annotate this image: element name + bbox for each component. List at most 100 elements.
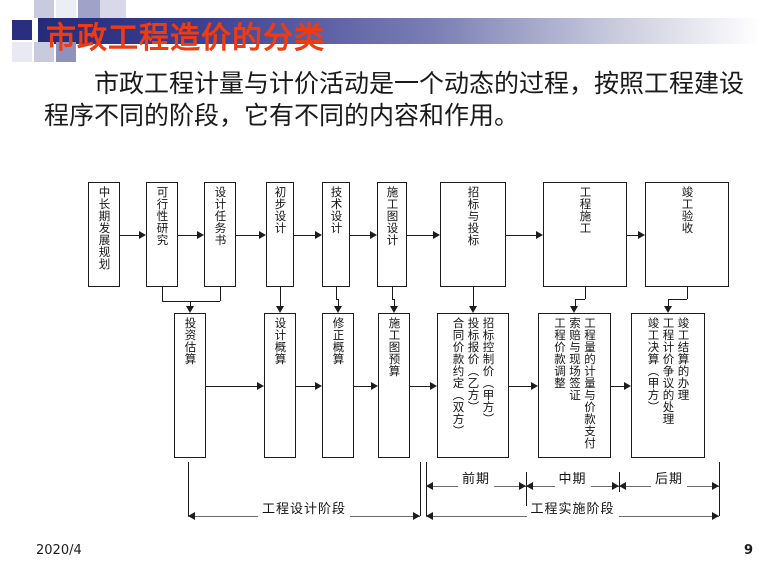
- connector-arrow-down: [333, 306, 342, 313]
- bracket-lower-0-arrow-left: [188, 512, 195, 520]
- row2-connector: [509, 385, 531, 387]
- connector-arrow-down: [468, 306, 477, 313]
- box-text-column: 施工图设计: [385, 186, 400, 246]
- bracket-upper-0-label: 前期: [457, 468, 495, 487]
- bracket-lower-1-label: 工程实施阶段: [526, 498, 619, 517]
- row-drop-bar: [392, 299, 394, 301]
- bracket-tick-design-end: [420, 462, 422, 516]
- deco-square-e: [56, 0, 76, 18]
- connector-arrow-right: [371, 381, 378, 390]
- connector-arrow-down: [663, 306, 672, 313]
- bracket-lower-0-label: 工程设计阶段: [257, 498, 351, 517]
- flowchart-box-r1b2: 可行性研究: [146, 182, 178, 287]
- box-text-column: 竣工验收: [680, 186, 695, 234]
- box-text-column: 竣工决算（甲方）: [646, 317, 661, 413]
- connector-arrow-right: [197, 230, 204, 239]
- connector-arrow-down: [185, 306, 194, 313]
- bracket-upper-0-arrow-right: [519, 482, 526, 490]
- row1-connector: [236, 234, 259, 236]
- box-text-column: 合同价款约定（双方）: [451, 317, 466, 437]
- row-drop: [668, 299, 670, 306]
- bracket-tick-right: [719, 462, 721, 516]
- connector-arrow-right: [624, 381, 631, 390]
- flowchart: 中长期发展规划可行性研究设计任务书初步设计技术设计施工图设计招标与投标工程施工竣…: [0, 168, 760, 538]
- bracket-upper-2-arrow-right: [712, 482, 719, 490]
- header-gradient-bar: [38, 18, 760, 44]
- row-drop: [394, 299, 396, 306]
- row-drop: [338, 299, 340, 306]
- box-text-column: 索赔与现场签证: [568, 317, 582, 401]
- row2-connector: [611, 385, 624, 387]
- connector-arrow-right: [433, 230, 440, 239]
- box-text-column: 设计概算: [273, 317, 288, 365]
- flowchart-box-r2b3: 修正概算: [322, 313, 354, 458]
- page-title: 市政工程造价的分类: [46, 21, 325, 56]
- connector-arrow-right: [257, 381, 264, 390]
- box-text-column: 技术设计: [329, 186, 344, 234]
- row1-connector: [294, 234, 315, 236]
- row-drop: [336, 287, 338, 299]
- row1-connector: [407, 234, 433, 236]
- bracket-tick-impl-start: [426, 462, 428, 516]
- connector-arrow-right: [259, 230, 266, 239]
- row2-connector: [354, 385, 371, 387]
- deco-square-c: [34, 42, 54, 62]
- row1-connector: [506, 234, 536, 236]
- connector-arrow-right: [139, 230, 146, 239]
- row-drop-bar: [336, 299, 338, 301]
- footer-page-number: 9: [744, 543, 754, 558]
- connector-arrow-right: [536, 230, 543, 239]
- box-text-column: 投资估算: [183, 317, 198, 365]
- box-text-column: 招标控制价（甲方）: [481, 317, 496, 425]
- flowchart-box-r1b3: 设计任务书: [204, 182, 236, 287]
- deco-square-g: [100, 0, 126, 18]
- box-text-column: 工程施工: [578, 186, 593, 234]
- connector-arrow-right: [370, 230, 377, 239]
- bracket-upper-0-arrow-left: [426, 482, 433, 490]
- bracket-lower-1-arrow-left: [426, 512, 433, 520]
- flowchart-box-r1b7: 招标与投标: [440, 182, 506, 287]
- box-text-column: 竣工结算的办理: [676, 317, 691, 401]
- bracket-tick-late: [619, 472, 621, 492]
- box-text-column: 招标与投标: [466, 186, 481, 246]
- connector-arrow-right: [531, 381, 538, 390]
- box-text-column: 设计任务书: [213, 186, 228, 246]
- row-drop: [473, 287, 475, 306]
- bracket-tick-mid: [526, 472, 528, 506]
- row1-connector: [178, 234, 197, 236]
- connector-arrow-right: [315, 230, 322, 239]
- box-text-column: 投标报价（乙方）: [466, 317, 481, 413]
- connector-arrow-right: [638, 230, 645, 239]
- box-text-column: 可行性研究: [155, 186, 170, 246]
- bracket-upper-2-label: 后期: [650, 468, 688, 487]
- bracket-tick-left: [188, 462, 190, 516]
- flowchart-box-r1b8: 工程施工: [543, 182, 627, 287]
- flowchart-box-r1b5: 技术设计: [322, 182, 350, 287]
- deco-square-d: [56, 42, 76, 62]
- box-text-column: 工程计价争议的处理: [661, 317, 676, 425]
- flowchart-box-r1b4: 初步设计: [266, 182, 294, 287]
- flowchart-box-r2b6: 工程量的计量与价款支付索赔与现场签证工程价款调整: [538, 313, 611, 458]
- connector-arrow-down: [275, 306, 284, 313]
- flowchart-box-r2b2: 设计概算: [264, 313, 296, 458]
- row-drop: [574, 299, 576, 306]
- bracket-upper-1-label: 中期: [554, 468, 591, 487]
- row2-connector: [206, 385, 257, 387]
- merge-stem: [190, 301, 192, 306]
- footer-date: 2020/4: [36, 543, 82, 558]
- box-text-column: 中长期发展规划: [97, 186, 112, 270]
- flowchart-box-r1b1: 中长期发展规划: [88, 182, 120, 287]
- connector-arrow-down: [389, 306, 398, 313]
- connector-arrow-down: [570, 306, 578, 313]
- merge-drop-b: [220, 287, 222, 301]
- row1-connector: [120, 234, 139, 236]
- deco-square-b: [34, 0, 54, 18]
- bracket-lower-1-arrow-right: [712, 512, 719, 520]
- row-drop-bar: [668, 299, 687, 301]
- row-drop: [280, 287, 282, 306]
- flowchart-box-r2b5: 招标控制价（甲方）投标报价（乙方）合同价款约定（双方）: [437, 313, 509, 458]
- flowchart-box-r2b1: 投资估算: [174, 313, 206, 458]
- box-text-column: 施工图预算: [387, 317, 402, 377]
- row1-connector: [627, 234, 638, 236]
